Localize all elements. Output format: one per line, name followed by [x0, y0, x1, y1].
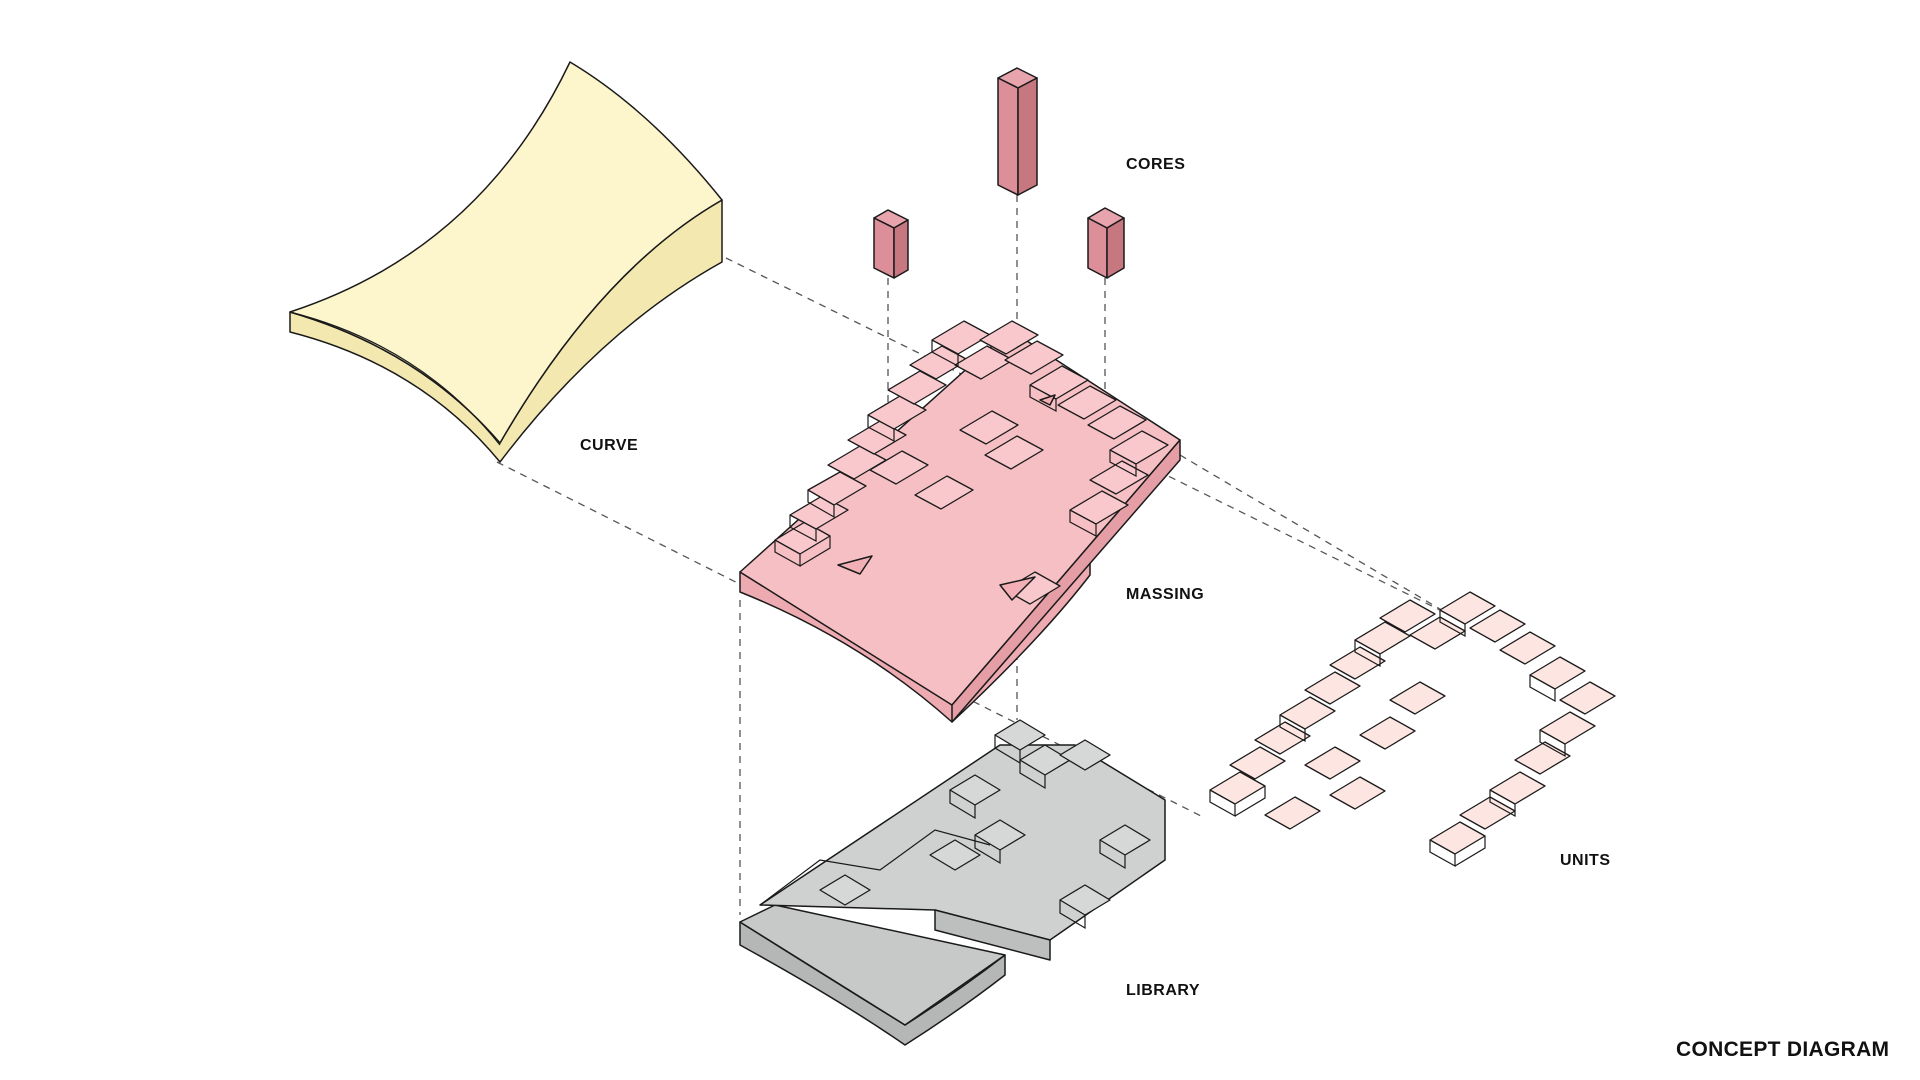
- cores: [873, 67, 1125, 279]
- curve-volume: [289, 61, 723, 463]
- core-left: [873, 209, 909, 279]
- label-curve: CURVE: [580, 437, 639, 454]
- units-edges: [1209, 610, 1566, 868]
- library-volume: [739, 719, 1166, 1046]
- concept-diagram-title: CONCEPT DIAGRAM: [1676, 1038, 1890, 1061]
- massing-volume: [739, 320, 1181, 723]
- label-massing: MASSING: [1126, 586, 1205, 603]
- label-units: UNITS: [1560, 852, 1611, 869]
- units-volume: [1209, 591, 1616, 855]
- core-right: [1087, 207, 1125, 279]
- label-cores: CORES: [1126, 156, 1186, 173]
- label-library: LIBRARY: [1126, 982, 1201, 999]
- core-center: [997, 67, 1038, 196]
